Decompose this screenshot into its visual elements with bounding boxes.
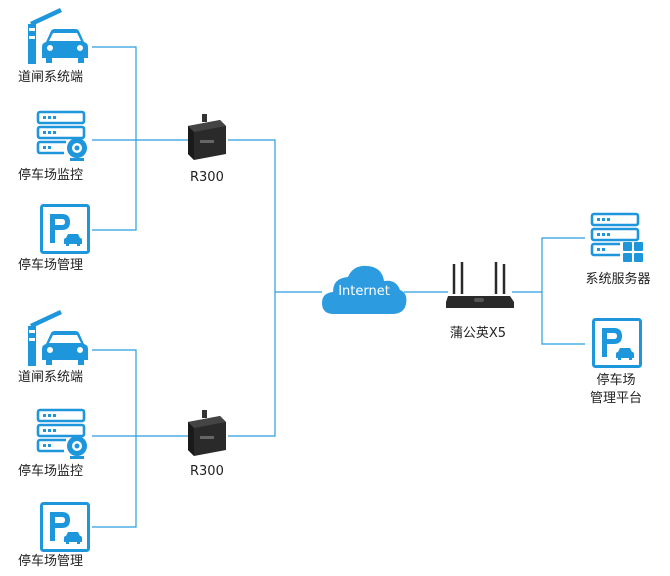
server-grid-icon <box>590 212 643 262</box>
monitor-label-top: 停车场监控 <box>18 168 84 183</box>
internet-cloud-icon <box>322 265 407 314</box>
barrier-gate-car-icon <box>28 310 88 366</box>
link-routers-bus <box>228 139 276 437</box>
industrial-router-icon-bottom <box>188 410 226 456</box>
gate-label-bottom: 道闸系统端 <box>18 370 84 385</box>
industrial-router-icon-top <box>188 114 226 160</box>
mgmt-label-bottom: 停车场管理 <box>18 554 84 569</box>
cloud-label: Internet <box>338 284 390 299</box>
link-top-bracket <box>92 46 137 231</box>
parking-sign-icon <box>592 318 642 368</box>
server-label: 系统服务器 <box>585 272 651 287</box>
gate-label-top: 道闸系统端 <box>18 70 84 85</box>
monitor-label-bottom: 停车场监控 <box>18 464 84 479</box>
hub-label: 蒲公英X5 <box>449 326 507 341</box>
parking-sign-icon <box>40 204 90 254</box>
wifi-router-icon <box>446 262 514 308</box>
mgmt-label-top: 停车场管理 <box>18 258 84 273</box>
router-label-bottom: R300 <box>190 464 224 479</box>
barrier-gate-car-icon <box>28 8 88 64</box>
router-label-top: R300 <box>190 170 224 185</box>
server-camera-icon <box>36 408 87 459</box>
link-server-bracket <box>541 237 585 345</box>
parking-sign-icon <box>40 502 90 552</box>
link-bottom-bracket <box>92 349 137 528</box>
platform-label: 停车场 管理平台 <box>589 373 643 406</box>
server-camera-icon <box>36 110 87 161</box>
